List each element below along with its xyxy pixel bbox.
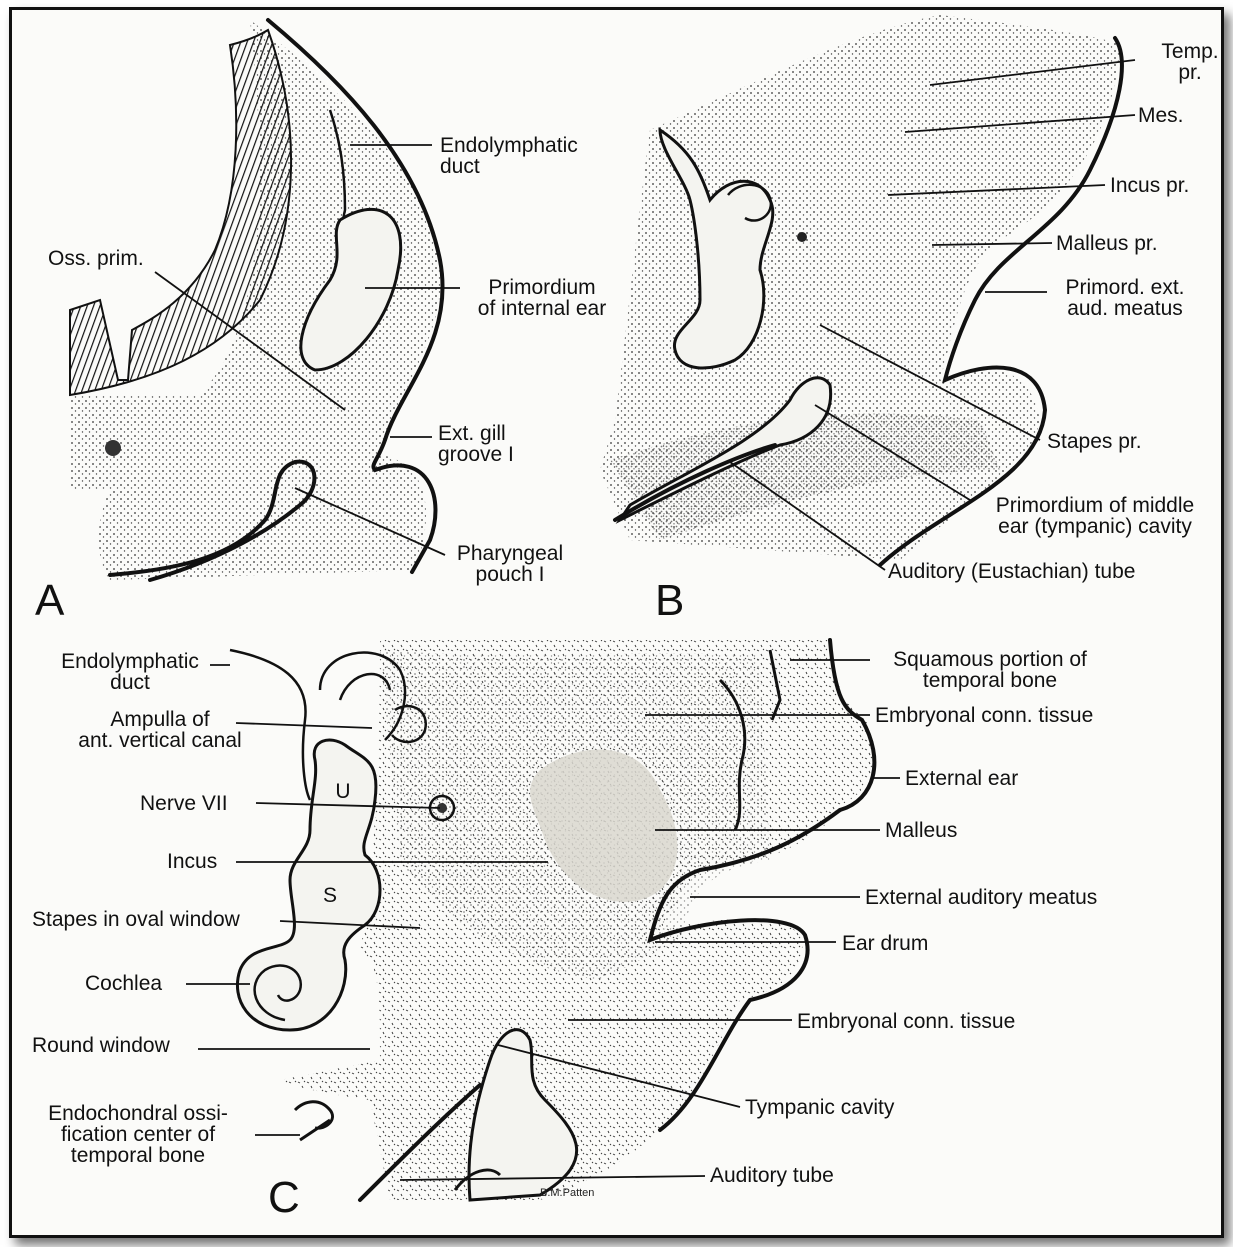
label-auditory-tube-c: Auditory tube — [710, 1164, 834, 1187]
artist-signature-line-1: B.M.Patten — [540, 1187, 594, 1199]
label-stapes-pr-line-1: Stapes pr. — [1047, 430, 1142, 453]
label-embryonal-conn-tissue-top-line-1: Embryonal conn. tissue — [875, 704, 1093, 727]
label-endolymphatic-duct-a-line-1: Endolymphatic — [440, 134, 578, 157]
label-endochondral: Endochondral ossi-fication center oftemp… — [48, 1102, 228, 1167]
label-round-window-line-1: Round window — [32, 1034, 171, 1057]
panel-a-nucleus-dot — [105, 440, 121, 456]
label-endochondral-line-2: fication center of — [61, 1123, 215, 1146]
label-round-window: Round window — [32, 1034, 171, 1057]
label-primordium-internal-ear-line-2: of internal ear — [478, 297, 606, 320]
label-ear-drum-line-1: Ear drum — [842, 932, 928, 955]
label-primordium-internal-ear-line-1: Primordium — [488, 276, 595, 299]
label-u-line-1: U — [335, 780, 350, 803]
label-tympanic-cavity: Tympanic cavity — [745, 1096, 895, 1119]
label-incus-c-line-1: Incus — [167, 850, 217, 873]
label-nerve-vii: Nerve VII — [140, 792, 228, 815]
label-ext-gill-groove-line-1: Ext. gill — [438, 422, 506, 445]
label-ampulla-line-1: Ampulla of — [110, 708, 209, 731]
label-endolymphatic-duct-a-line-2: duct — [440, 155, 480, 178]
label-squamous-line-2: temporal bone — [923, 669, 1057, 692]
label-ampulla-line-2: ant. vertical canal — [78, 729, 241, 752]
label-ext-gill-groove-line-2: groove I — [438, 443, 514, 466]
label-cochlea: Cochlea — [85, 972, 162, 995]
panel-letter-b: B — [655, 576, 684, 625]
panel-letter-a-line-1: A — [35, 576, 65, 625]
label-malleus-line-1: Malleus — [885, 819, 957, 842]
label-ear-drum: Ear drum — [842, 932, 928, 955]
label-primordium-middle-ear-line-2: ear (tympanic) cavity — [998, 515, 1192, 538]
panel-letter-c-line-1: C — [268, 1173, 300, 1222]
label-endochondral-line-1: Endochondral ossi- — [48, 1102, 228, 1125]
label-pharyngeal-pouch-line-2: pouch I — [476, 563, 545, 586]
label-oss-prim: Oss. prim. — [48, 247, 144, 270]
label-temp-pr: Temp.pr. — [1161, 40, 1218, 84]
label-auditory-tube-c-line-1: Auditory tube — [710, 1164, 834, 1187]
label-primord-ext-aud-meatus-line-2: aud. meatus — [1067, 297, 1183, 320]
label-squamous: Squamous portion oftemporal bone — [893, 648, 1087, 692]
label-temp-pr-line-1: Temp. — [1161, 40, 1218, 63]
label-stapes-oval-window-line-1: Stapes in oval window — [32, 908, 241, 931]
label-external-auditory-meatus-line-1: External auditory meatus — [865, 886, 1097, 909]
label-malleus-pr: Malleus pr. — [1056, 232, 1158, 255]
label-auditory-tube-b-line-1: Auditory (Eustachian) tube — [888, 560, 1135, 583]
label-mes: Mes. — [1138, 104, 1184, 127]
label-stapes-oval-window: Stapes in oval window — [32, 908, 241, 931]
label-u: U — [335, 780, 350, 803]
label-external-auditory-meatus: External auditory meatus — [865, 886, 1097, 909]
label-nerve-vii-line-1: Nerve VII — [140, 792, 228, 815]
label-incus-pr: Incus pr. — [1110, 174, 1189, 197]
label-primordium-middle-ear-line-1: Primordium of middle — [996, 494, 1194, 517]
label-s-line-1: S — [323, 884, 337, 907]
label-mes-line-1: Mes. — [1138, 104, 1184, 127]
artist-signature: B.M.Patten — [540, 1187, 594, 1199]
label-malleus: Malleus — [885, 819, 957, 842]
panel-letter-a: A — [35, 576, 65, 625]
label-pharyngeal-pouch: Pharyngealpouch I — [457, 542, 563, 586]
label-external-ear-line-1: External ear — [905, 767, 1018, 790]
label-tympanic-cavity-line-1: Tympanic cavity — [745, 1096, 895, 1119]
label-primord-ext-aud-meatus: Primord. ext.aud. meatus — [1065, 276, 1184, 320]
label-malleus-pr-line-1: Malleus pr. — [1056, 232, 1158, 255]
label-pharyngeal-pouch-line-1: Pharyngeal — [457, 542, 563, 565]
label-endochondral-line-3: temporal bone — [71, 1144, 205, 1167]
label-endolymphatic-duct-c-line-1: Endolymphatic — [61, 650, 199, 673]
label-external-ear: External ear — [905, 767, 1018, 790]
label-squamous-line-1: Squamous portion of — [893, 648, 1087, 671]
panel-b: Temp.pr. Mes. Incus pr. Malleus pr. Prim… — [600, 15, 1219, 625]
label-auditory-tube-b: Auditory (Eustachian) tube — [888, 560, 1135, 583]
label-embryonal-conn-tissue-top: Embryonal conn. tissue — [875, 704, 1093, 727]
label-s: S — [323, 884, 337, 907]
label-incus-pr-line-1: Incus pr. — [1110, 174, 1189, 197]
label-temp-pr-line-2: pr. — [1178, 61, 1201, 84]
label-primord-ext-aud-meatus-line-1: Primord. ext. — [1065, 276, 1184, 299]
label-cochlea-line-1: Cochlea — [85, 972, 162, 995]
label-stapes-pr: Stapes pr. — [1047, 430, 1142, 453]
panel-b-small-vessel — [797, 232, 807, 242]
panel-letter-b-line-1: B — [655, 576, 684, 625]
label-endolymphatic-duct-c-line-2: duct — [110, 671, 150, 694]
label-embryonal-conn-tissue-bottom-line-1: Embryonal conn. tissue — [797, 1010, 1015, 1033]
label-embryonal-conn-tissue-bottom: Embryonal conn. tissue — [797, 1010, 1015, 1033]
utricle-saccule-c — [237, 740, 380, 1030]
panel-letter-c: C — [268, 1173, 300, 1222]
label-incus-c: Incus — [167, 850, 217, 873]
label-oss-prim-line-1: Oss. prim. — [48, 247, 144, 270]
